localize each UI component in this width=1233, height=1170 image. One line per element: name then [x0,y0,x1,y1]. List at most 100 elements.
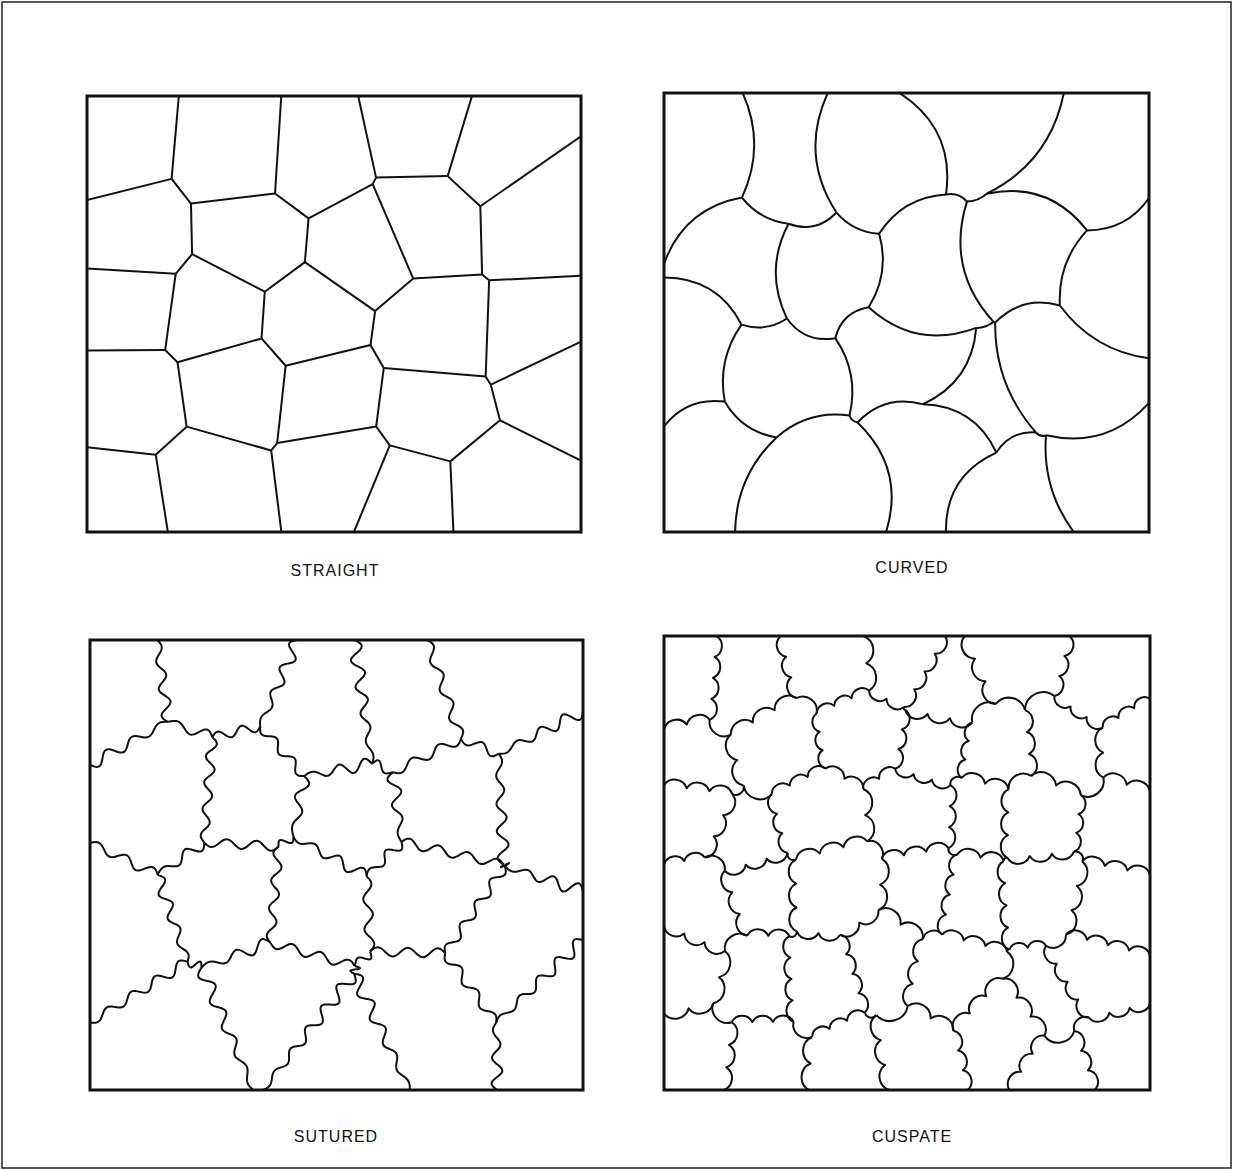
grain-boundary [863,767,895,789]
grain-boundary [995,323,1036,433]
grain-boundary [705,794,736,857]
grain-boundary [867,841,883,859]
grain-boundary [863,636,876,691]
grain-boundary [1036,432,1046,435]
grain-boundary [496,939,583,1023]
grain-boundary [1046,934,1066,947]
grain-boundary [815,93,836,213]
panel-caption: CUSPATE [869,1128,955,1146]
grain-boundary [279,837,294,847]
grain-boundary [878,859,888,910]
grain-boundary [879,194,946,233]
grain-boundary [354,445,390,532]
grain-boundary [732,1015,794,1022]
grain-boundary [90,842,158,875]
grain-boundary [491,385,500,421]
grain-boundary [461,739,499,757]
panel-caption: STRAIGHT [288,562,383,580]
grain-boundary [450,461,453,532]
grain-boundary [191,204,192,255]
grain-boundary [156,640,170,722]
grain-boundary [1074,851,1083,861]
grain-boundary [768,794,788,853]
grain-boundary [178,362,187,426]
grain-boundary [376,427,390,446]
grain-boundary [192,254,265,292]
grain-boundary [271,443,277,450]
grain-boundary [350,966,360,974]
grain-boundary [948,785,956,848]
grain-boundary [742,198,789,224]
grain-boundary [1044,946,1089,1018]
grain-boundary [741,319,786,328]
grain-boundary [376,368,384,426]
grain-boundary [1031,772,1081,795]
grain-boundary [201,737,217,842]
grain-boundary [87,268,176,273]
grain-boundary [878,908,923,939]
grain-boundary [1074,1031,1098,1090]
grain-boundary [201,939,270,968]
grain-boundary [962,773,1009,789]
grain-boundary [1054,696,1102,729]
grain-boundary [1009,941,1046,950]
grain-boundary [267,847,282,943]
grain-boundary [849,416,857,423]
grain-boundary [732,786,744,795]
grain-boundary [260,726,304,776]
grain-boundary [725,934,748,951]
grain-boundary [840,935,868,1013]
grain-boundary [191,194,275,204]
grain-boundary [1008,1036,1045,1090]
grain-boundary [789,931,797,936]
grain-boundary [710,636,722,720]
grain-boundary [156,427,187,455]
grain-boundary [489,276,581,281]
grain-boundary [87,349,165,351]
grain-boundary [1008,852,1074,864]
grain-boundary [1044,1031,1074,1043]
grain-boundary [835,338,852,415]
grain-boundary [158,842,204,875]
grain-boundary [953,978,1003,1031]
grain-boundary [445,953,497,1023]
grain-boundaries [87,96,581,532]
grain-boundary [895,710,910,769]
grain-boundary [384,368,486,376]
grain-boundaries [664,93,1149,532]
grain-boundary [375,279,413,312]
grain-boundary [869,234,883,307]
cuspate-grain-panel [664,636,1150,1090]
grain-boundary [826,766,864,789]
grain-boundary [265,262,305,292]
grain-boundary [1001,789,1009,858]
grain-boundary [962,636,996,704]
grain-boundary [486,377,491,385]
grain-boundary [1046,435,1074,532]
grain-boundary [505,866,583,891]
grain-boundary [486,280,489,376]
grain-boundary [742,93,754,198]
grain-boundary [480,206,482,274]
grain-boundary [725,853,788,875]
grain-boundary [882,843,949,859]
grain-boundary [777,636,797,698]
grain-boundary [212,726,260,738]
grain-boundary [783,936,793,1022]
grain-boundary [664,198,742,264]
grain-boundaries [664,636,1150,1090]
grain-boundary [723,325,742,402]
grain-boundary [370,947,445,957]
grain-boundary [987,191,1087,230]
grain-boundary [1087,198,1149,230]
grain-boundary [351,640,374,764]
sutured-grain-panel [90,640,583,1090]
panel-frame [87,96,581,532]
grain-boundary [172,96,179,179]
grain-boundary [996,432,1036,452]
panel-caption: CURVED [872,559,951,577]
grain-boundary [500,420,581,460]
grain-boundary [705,856,725,871]
